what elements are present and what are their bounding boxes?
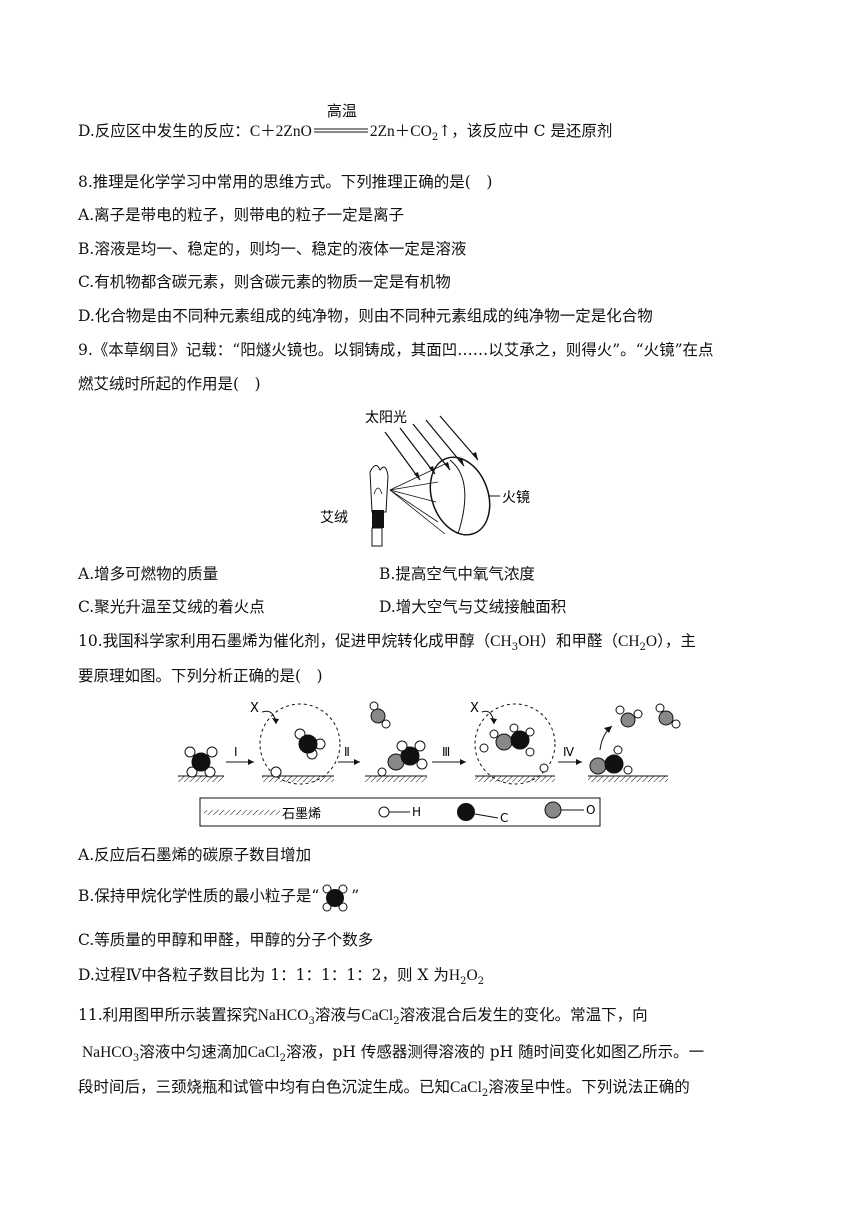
q9-stem-line1: 9.《本草纲目》记载：“阳燧火镜也。以铜铸成，其面凹……以艾承之，则得火”。“火… (78, 341, 714, 359)
sunlight-label: 太阳光 (365, 410, 407, 426)
q9-stem-line2: 燃艾绒时所起的作用是( ) (78, 375, 261, 393)
x-label: X (250, 701, 259, 716)
q9-option-c: C.聚光升温至艾绒的着火点 (78, 598, 265, 616)
condition-text: 高温 (326, 102, 357, 120)
q11-l2-b: 溶液中匀速滴加 (139, 1043, 248, 1061)
q11-l1-a: 11.利用图甲所示装置探究 (78, 1006, 258, 1024)
handle-icon (371, 527, 383, 547)
cacl2: CaCl (247, 1044, 280, 1061)
methanol-oh: OH (518, 633, 541, 650)
q10-option-b: B.保持甲烷化学性质的最小粒子是“ ” (78, 884, 360, 912)
q10-b-suffix: ” (351, 887, 360, 905)
formaldehyde-ch: CH (617, 633, 640, 650)
equal-sign-lines (313, 128, 368, 133)
cacl2: CaCl (450, 1079, 482, 1096)
q8-option-c: C.有机物都含碳元素，则含碳元素的物质一定是有机物 (78, 273, 451, 291)
reaction-zone (259, 703, 341, 785)
equation-sub: 2 (431, 132, 439, 143)
q10-option-a: A.反应后石墨烯的碳原子数目增加 (78, 846, 312, 864)
cacl2-sub: 2 (393, 1016, 400, 1027)
legend-o-swatch (544, 801, 562, 819)
nahco3-sub: 3 (132, 1053, 140, 1064)
q9-option-d: D.增大空气与艾绒接触面积 (379, 598, 567, 616)
q10-b-prefix: B.保持甲烷化学性质的最小粒子是“ (78, 887, 320, 905)
cacl2-sub: 2 (279, 1053, 286, 1064)
nahco3: NaHCO (257, 1007, 309, 1024)
methyl-group (270, 728, 326, 778)
step-label: Ⅳ (563, 745, 574, 759)
ray-arrowheads (414, 452, 478, 480)
fire-mirror-figure: 太阳光 火镜 艾绒 (320, 410, 530, 547)
q11-l3-a: 段时间后，三颈烧瓶和试管中均有白色沉淀生成。已知 (78, 1078, 451, 1096)
q10-stem-c: ），主 (657, 632, 696, 650)
q11-l1-c: 溶液混合后发生的变化。常温下，向 (399, 1006, 648, 1024)
q8-option-d: D.化合物是由不同种元素组成的纯净物，则由不同种元素组成的纯净物一定是化合物 (78, 307, 653, 325)
legend-o: O (586, 803, 595, 817)
cacl2: CaCl (361, 1007, 394, 1024)
methanol-ch: CH (490, 633, 512, 650)
equation-right: 2Zn＋CO (369, 123, 432, 140)
q7-option-d: D.反应区中发生的反应：C＋2ZnO 高温 2Zn＋CO2↑，该反应中 C 是还原剂 (78, 102, 613, 144)
mirror-label: 火镜 (502, 490, 530, 506)
intermediate-molecule (479, 723, 549, 773)
q8-stem: 8.推理是化学学习中常用的思维方式。下列推理正确的是( ) (78, 173, 493, 191)
h2o2-o: O (466, 967, 478, 984)
step-label: Ⅲ (442, 745, 450, 759)
reaction-condition: 高温 (312, 102, 370, 141)
graphene-catalysis-figure: Ⅰ X Ⅱ Ⅲ X (178, 701, 681, 827)
q8-option-b: B.溶液是均一、稳定的，则均一、稳定的液体一定是溶液 (78, 240, 467, 258)
q9-option-a: A.增多可燃物的质量 (78, 565, 219, 583)
mugwort-label: 艾绒 (320, 510, 348, 526)
mugwort-icon (372, 510, 384, 528)
legend-c-swatch (457, 803, 475, 821)
mirror-inner-curve (449, 459, 466, 535)
q7-d-prefix: D.反应区中发生的反应： (78, 122, 250, 140)
gas-arrow: ↑ (438, 122, 452, 140)
legend-graphene: 石墨烯 (282, 807, 321, 822)
equation-left: C＋2ZnO (249, 123, 312, 140)
q10-option-d: D.过程Ⅳ中各粒子数目比为 1：1：1：1：2，则 X 为H2O2 (78, 965, 484, 988)
h2o2-h-sub: 2 (460, 976, 467, 987)
methanol-sub: 3 (511, 642, 519, 653)
focused-rays (389, 463, 446, 535)
q10-d-prefix: D.过程Ⅳ中各粒子数目比为 1：1：1：1：2，则 X 为 (78, 966, 449, 984)
q11-l3-b: 溶液呈中性。下列说法正确的 (488, 1078, 690, 1096)
q9-option-b: B.提高空气中氧气浓度 (379, 565, 535, 583)
q10-stem-line2: 要原理如图。下列分析正确的是( ) (78, 667, 323, 685)
methane-molecule (184, 746, 218, 778)
q10-stem-line1: 10.我国科学家利用石墨烯为催化剂，促进甲烷转化成甲醇（CH3OH）和甲醛（CH… (78, 631, 696, 654)
q11-l1-b: 溶液与 (314, 1006, 362, 1024)
formaldehyde-sub: 2 (639, 642, 646, 653)
methoxy-group (369, 701, 428, 777)
q7-d-suffix: ，该反应中 C 是还原剂 (451, 122, 613, 140)
q8-option-a: A.离子是带电的粒子，则带电的粒子一定是离子 (78, 206, 405, 224)
legend-h: H (412, 805, 421, 819)
cacl2-sub: 2 (481, 1088, 489, 1099)
q10-stem-b: ）和甲醛（ (540, 632, 618, 650)
nahco3: NaHCO (82, 1044, 133, 1061)
q11-line2: NaHCO3溶液中匀速滴加CaCl2溶液，pH 传感器测得溶液的 pH 随时间变… (82, 1042, 704, 1065)
nahco3-sub: 3 (308, 1016, 315, 1027)
formaldehyde-o: O (645, 633, 658, 650)
legend-graphene-swatch (204, 810, 280, 815)
methane-molecule-icon (322, 884, 348, 912)
legend-c: C (500, 811, 508, 825)
q10-stem-a: 10.我国科学家利用石墨烯为催化剂，促进甲烷转化成甲醇（ (78, 632, 491, 650)
step-label: Ⅰ (234, 745, 238, 759)
mirror-icon (429, 456, 491, 536)
x-label: X (470, 701, 479, 716)
h2o2-o-sub: 2 (477, 976, 485, 987)
q11-line3: 段时间后，三颈烧瓶和试管中均有白色沉淀生成。已知CaCl2溶液呈中性。下列说法正… (78, 1077, 690, 1100)
graphene-surfaces (178, 775, 668, 782)
h2o2-h: H (448, 967, 461, 984)
legend-h-swatch (378, 806, 390, 818)
product-molecules (589, 703, 681, 775)
step-label: Ⅱ (344, 745, 350, 759)
sun-rays (384, 415, 479, 481)
q11-l2-c: 溶液，pH 传感器测得溶液的 pH 随时间变化如图乙所示。一 (285, 1043, 705, 1061)
q10-option-c: C.等质量的甲醇和甲醛，甲醇的分子个数多 (78, 931, 374, 949)
legend-box (199, 797, 601, 827)
q11-line1: 11.利用图甲所示装置探究NaHCO3溶液与CaCl2溶液混合后发生的变化。常温… (78, 1005, 648, 1028)
